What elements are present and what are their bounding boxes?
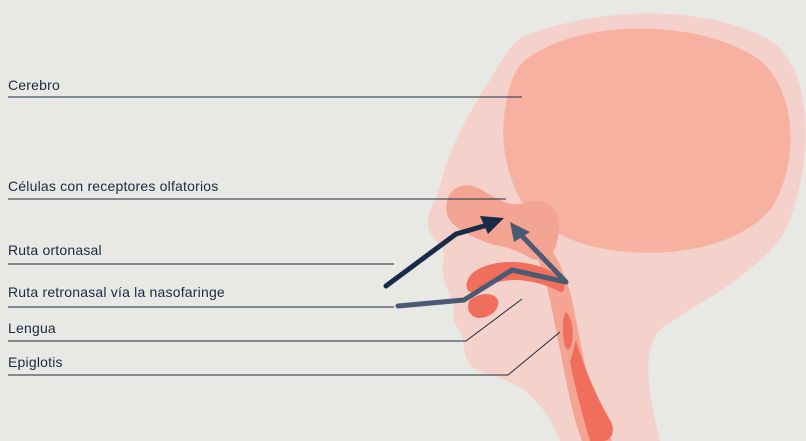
label-epiglotis: Epiglotis	[8, 354, 63, 370]
label-ruta-ortonasal: Ruta ortonasal	[8, 242, 102, 258]
label-ruta-retronasal: Ruta retronasal vía la nasofaringe	[8, 284, 225, 300]
leader-line-lengua	[8, 299, 522, 341]
label-lengua: Lengua	[8, 320, 56, 336]
label-cerebro: Cerebro	[8, 77, 60, 93]
label-celulas-receptores: Células con receptores olfatorios	[8, 178, 218, 194]
